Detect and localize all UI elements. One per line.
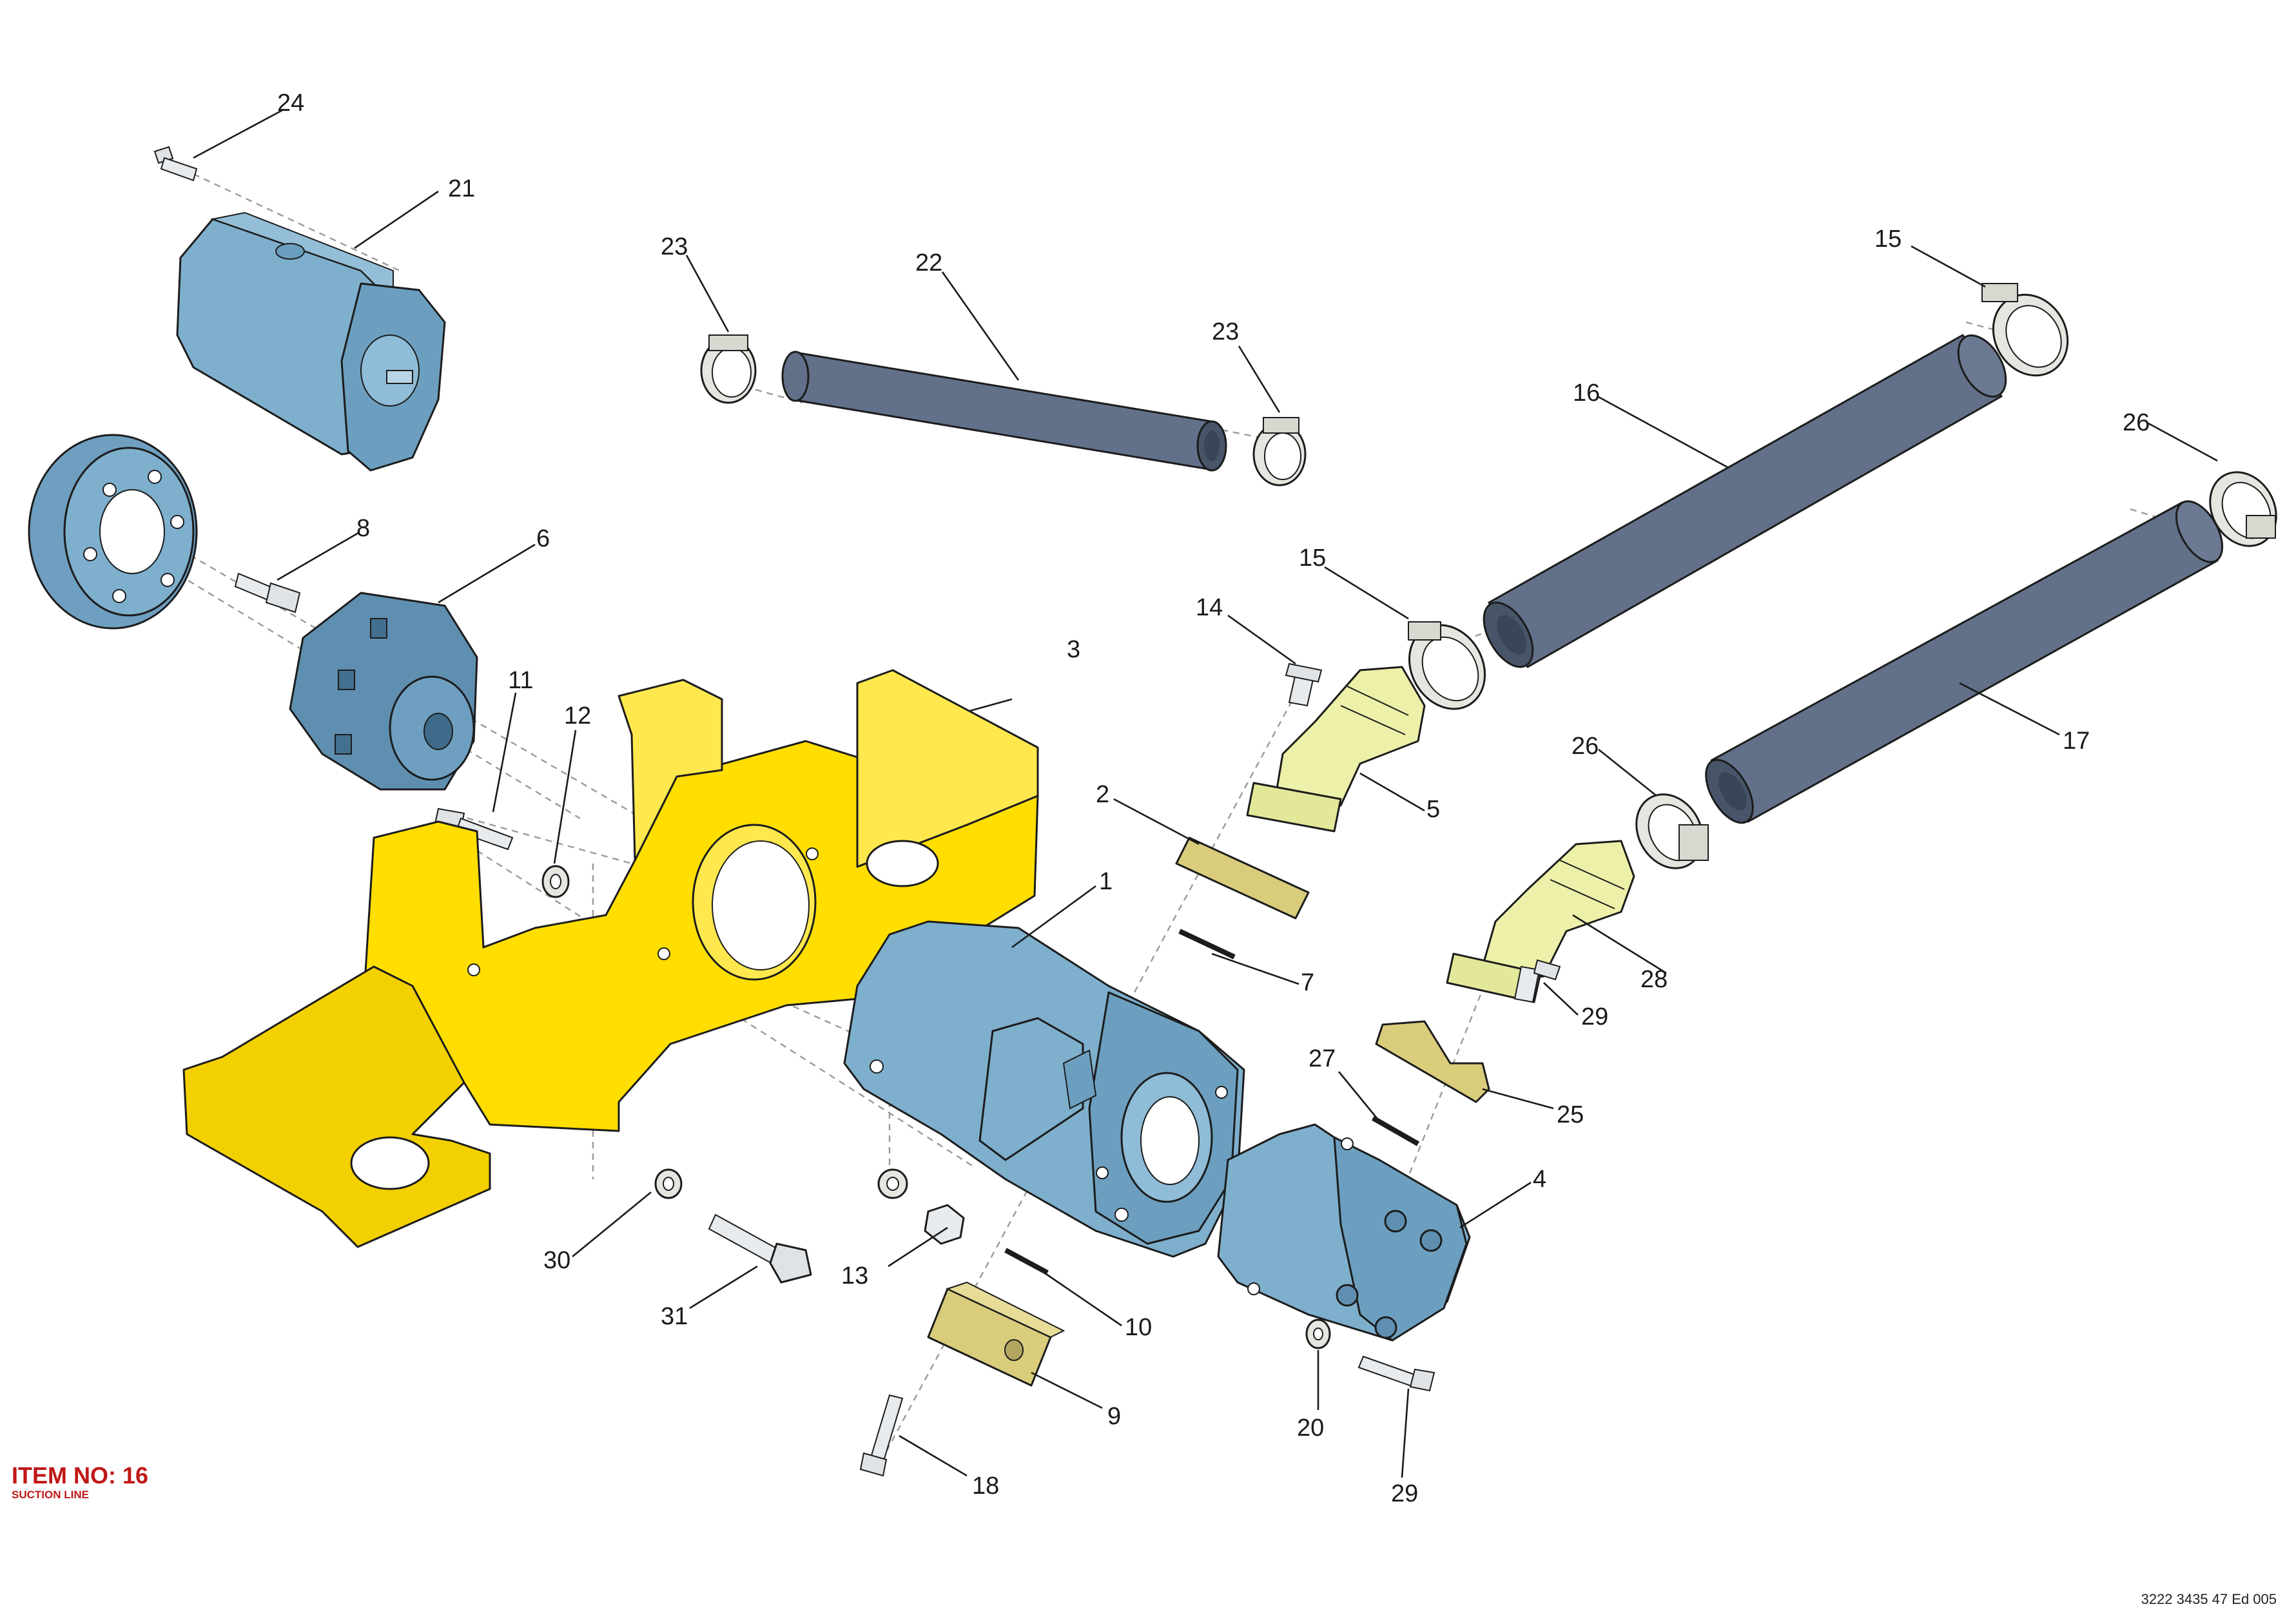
- callout-1: 1: [1099, 868, 1113, 895]
- callout-3: 3: [1067, 636, 1080, 663]
- callout-10: 10: [1125, 1314, 1152, 1341]
- callout-14: 14: [1196, 594, 1223, 621]
- part-12-washer: [541, 865, 570, 898]
- callout-7: 7: [1301, 969, 1314, 996]
- callout-29-upper: 29: [1581, 1003, 1608, 1030]
- callout-25: 25: [1557, 1101, 1584, 1128]
- part-15-clamp-upper: [1981, 283, 2069, 377]
- pulley: [28, 434, 198, 630]
- part-23-clamp-left: [700, 334, 757, 404]
- leader-lines: [193, 108, 2218, 1478]
- part-23-clamp-right: [1252, 417, 1307, 487]
- callout-24: 24: [277, 90, 304, 117]
- part-9-block: [927, 1281, 1065, 1387]
- part-7-key: [1178, 929, 1236, 960]
- callout-20: 20: [1297, 1414, 1324, 1442]
- callout-5: 5: [1426, 796, 1440, 823]
- document-reference: 3222 3435 47 Ed 005: [2141, 1591, 2277, 1607]
- callout-30: 30: [543, 1247, 570, 1274]
- callout-31: 31: [661, 1303, 688, 1330]
- part-13-washer: [877, 1168, 908, 1199]
- part-2-spacer: [1175, 836, 1310, 920]
- part-14-screw: [1285, 662, 1323, 707]
- part-24-screw: [153, 146, 198, 182]
- callout-11: 11: [508, 667, 533, 694]
- callout-15-upper: 15: [1874, 226, 1902, 253]
- part-31-bolt: [708, 1213, 812, 1284]
- part-30-washer: [654, 1168, 683, 1199]
- callout-28: 28: [1640, 966, 1668, 993]
- part-26-clamp-upper: [2209, 471, 2277, 547]
- callout-6: 6: [536, 525, 550, 552]
- callout-8: 8: [356, 515, 370, 542]
- callout-22: 22: [915, 249, 942, 276]
- callout-23-left: 23: [661, 233, 688, 260]
- part-5-elbow: [1246, 666, 1426, 833]
- callout-15-lower: 15: [1299, 545, 1326, 572]
- callout-26-lower: 26: [1571, 733, 1599, 760]
- part-17-hose: [1705, 500, 2224, 824]
- part-20-washer: [1305, 1318, 1331, 1349]
- item-label: ITEM NO: 16 SUCTION LINE: [12, 1463, 148, 1501]
- callout-12: 12: [564, 702, 591, 729]
- part-29-screw-lower: [1357, 1355, 1435, 1392]
- part-21-motor: [176, 211, 446, 472]
- part-10-key: [1004, 1248, 1049, 1275]
- callout-17: 17: [2063, 728, 2090, 755]
- callout-26-upper: 26: [2123, 409, 2150, 436]
- callout-numbers: 1 2 3 4 5 6 7 8 9 10 11 12 13 14 15 15 1…: [277, 90, 2150, 1507]
- callout-18: 18: [972, 1472, 999, 1500]
- part-22-hose: [781, 351, 1227, 472]
- callout-2: 2: [1096, 781, 1109, 808]
- callout-29-lower: 29: [1391, 1480, 1418, 1507]
- callout-4: 4: [1533, 1166, 1546, 1193]
- callout-23-right: 23: [1212, 318, 1239, 345]
- part-28-elbow: [1446, 840, 1635, 1003]
- part-26-clamp-lower: [1635, 793, 1709, 869]
- part-4-pump: [1217, 1123, 1471, 1342]
- part-3-bracket: [182, 669, 1039, 1248]
- part-16-hose: [1483, 334, 2007, 668]
- part-18-bolt: [859, 1394, 904, 1477]
- part-27-key: [1372, 1115, 1419, 1146]
- part-6-coupling: [289, 592, 478, 791]
- part-29-screw-upper: [1513, 959, 1561, 1003]
- part-15-clamp-lower: [1408, 621, 1486, 710]
- callout-13: 13: [841, 1262, 868, 1289]
- item-description: SUCTION LINE: [12, 1489, 89, 1501]
- part-1-pump: [843, 920, 1245, 1258]
- part-13-nut: [924, 1204, 965, 1245]
- part-8-bolt: [234, 572, 301, 613]
- callout-27: 27: [1309, 1045, 1336, 1072]
- callout-16: 16: [1573, 380, 1600, 407]
- callout-21: 21: [448, 175, 475, 202]
- item-number-title: ITEM NO: 16: [12, 1462, 149, 1489]
- callout-9: 9: [1107, 1403, 1121, 1430]
- part-25-cover: [1375, 1020, 1490, 1103]
